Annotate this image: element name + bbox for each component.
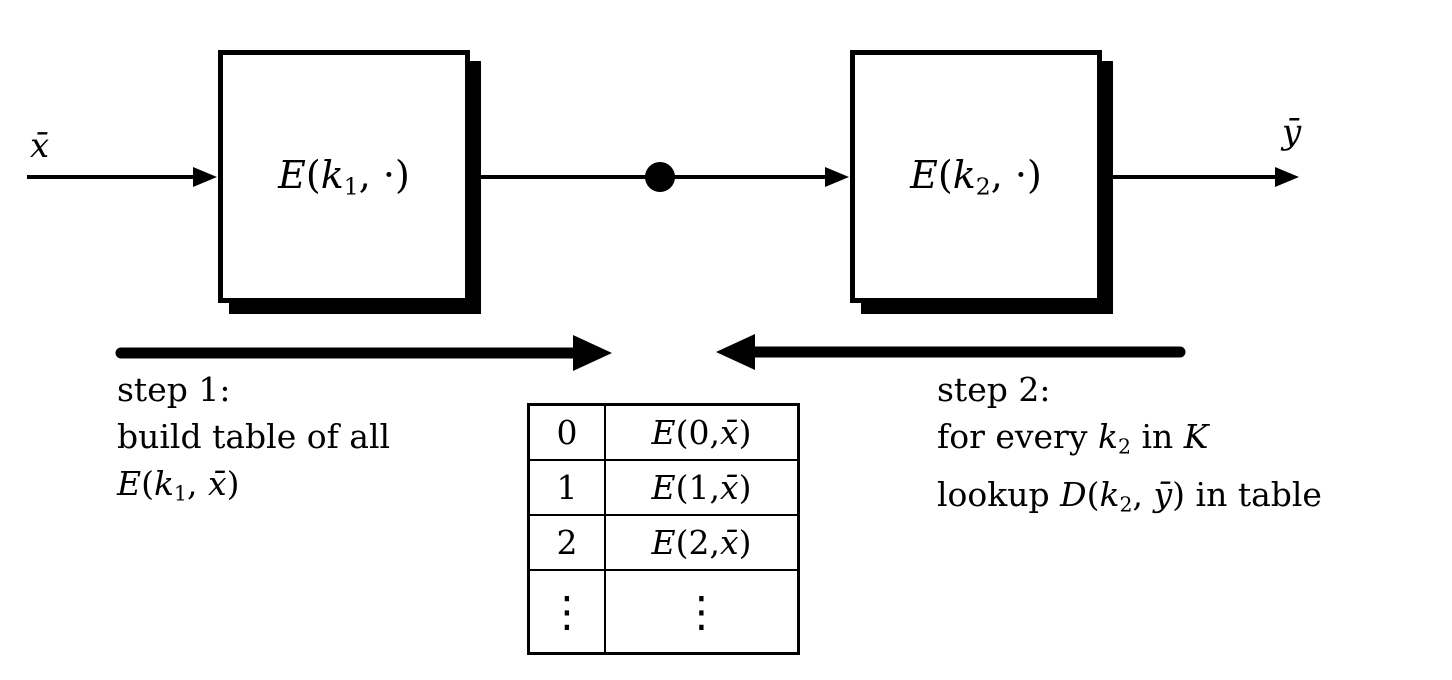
- input-arrowhead-icon: [193, 167, 217, 187]
- step1-arrowhead-icon: [573, 335, 612, 371]
- step2-line-3: lookup D(k2, ȳ) in table: [937, 474, 1322, 517]
- step2-line-2: for every k2 in K: [937, 417, 1209, 459]
- table-value-cell-dots: ⋮: [680, 586, 723, 636]
- step2-description: step 2: for every k2 in K lookup D(k2, ȳ…: [937, 366, 1322, 528]
- table-key-cell-0: 0: [530, 406, 606, 461]
- intermediate-value-dot: [645, 162, 675, 192]
- output-arrowhead-icon: [1275, 167, 1299, 187]
- input-label: x̄: [30, 126, 50, 166]
- step1-line-1: step 1:: [117, 370, 231, 409]
- step2-arrowhead-icon: [716, 334, 755, 370]
- output-label: ȳ: [1282, 112, 1302, 152]
- encryption-box-1: E(k1, ·): [218, 50, 470, 303]
- middle-arrowhead-icon: [825, 167, 849, 187]
- step1-line-2: build table of all: [117, 417, 391, 456]
- input-arrow: [27, 167, 217, 187]
- encryption-box-2-label: E(k2, ·): [910, 152, 1042, 201]
- step1-arrow: [115, 335, 612, 371]
- step1-line-3: E(k1, x̄): [117, 464, 240, 506]
- encryption-box-2: E(k2, ·): [850, 50, 1102, 303]
- step1-description: step 1: build table of all E(k1, x̄): [117, 366, 390, 518]
- step2-line-1: step 2:: [937, 370, 1051, 409]
- table-value-cell-1: E(1, x̄): [606, 461, 797, 516]
- output-arrow: [1102, 167, 1299, 187]
- step2-arrow: [716, 334, 1186, 370]
- table-key-cell-2: 2: [530, 516, 606, 571]
- lookup-table: 0 E(0, x̄) 1 E(1, x̄) 2 E(2, x̄) ⋮ ⋮: [527, 403, 800, 655]
- table-value-cell-2: E(2, x̄): [606, 516, 797, 571]
- table-key-cell-1: 1: [530, 461, 606, 516]
- middle-connection-arrow: [470, 162, 849, 192]
- encryption-box-1-label: E(k1, ·): [278, 152, 410, 201]
- table-value-cell-0: E(0, x̄): [606, 406, 797, 461]
- table-key-cell-dots: ⋮: [530, 571, 606, 652]
